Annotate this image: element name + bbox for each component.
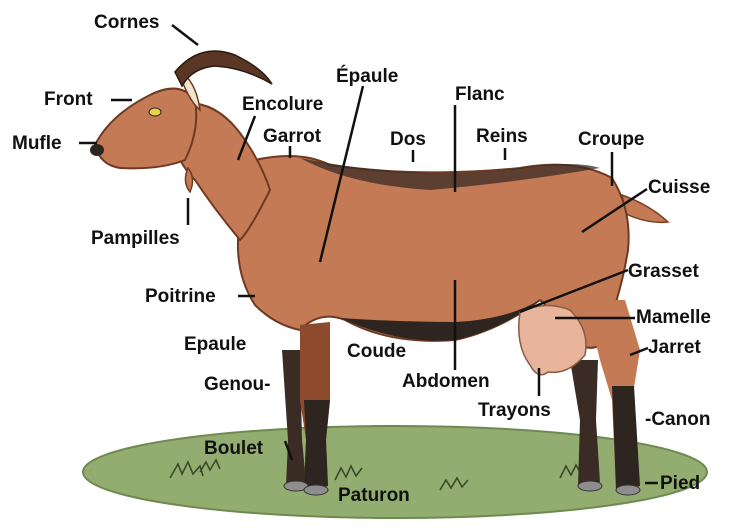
label-pampilles: Pampilles	[91, 229, 180, 248]
label-jarret: Jarret	[648, 338, 701, 357]
label-flanc: Flanc	[455, 85, 505, 104]
label-trayons: Trayons	[478, 401, 551, 420]
label-epaule-top: Épaule	[336, 67, 398, 86]
label-dos: Dos	[390, 130, 426, 149]
label-reins: Reins	[476, 127, 528, 146]
label-poitrine: Poitrine	[145, 287, 216, 306]
label-garrot: Garrot	[263, 127, 321, 146]
goat-head	[95, 89, 196, 169]
label-croupe: Croupe	[578, 130, 645, 149]
label-cuisse: Cuisse	[648, 178, 710, 197]
label-encolure: Encolure	[242, 95, 323, 114]
near-hind-leg-lower	[612, 386, 640, 490]
near-front-leg-lower	[304, 400, 330, 490]
label-boulet: Boulet	[204, 439, 263, 458]
label-coude: Coude	[347, 342, 406, 361]
goat-eye	[149, 108, 161, 116]
label-genou: Genou-	[204, 375, 271, 394]
label-front: Front	[44, 90, 93, 109]
label-paturon: Paturon	[338, 486, 410, 505]
label-mufle: Mufle	[12, 134, 62, 153]
label-cornes: Cornes	[94, 13, 159, 32]
goat-nose	[90, 144, 104, 156]
label-canon: -Canon	[645, 410, 710, 429]
label-grasset: Grasset	[628, 262, 699, 281]
udder	[519, 305, 586, 374]
label-mamelle: Mamelle	[636, 308, 711, 327]
label-abdomen: Abdomen	[402, 372, 490, 391]
tail	[622, 195, 668, 222]
label-epaule-low: Epaule	[184, 335, 246, 354]
label-pied: Pied	[660, 474, 700, 493]
